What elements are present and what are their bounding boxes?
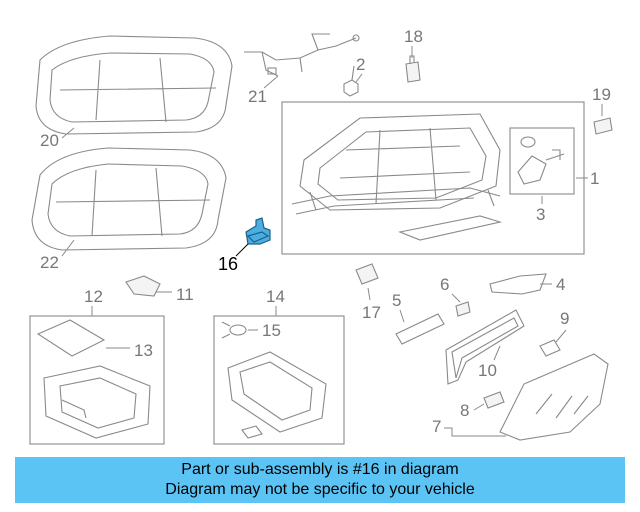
callout-8: 8 [460,401,469,420]
leader-8 [473,403,485,411]
tray-12 [43,365,151,439]
parts-diagram: 20 22 21 2 18 19 [29,27,613,445]
callout-11: 11 [176,285,194,304]
side-shield-7 [499,353,609,441]
bulb-15 [221,321,247,339]
callout-21: 21 [248,87,267,106]
under-tray-14 [227,351,327,439]
leader-2 [355,73,363,83]
clip-17 [355,263,379,285]
motor-box-3 [509,127,575,195]
callout-12: 12 [84,287,103,306]
seat-frame-1 [291,113,503,241]
bracket-16-highlighted [245,217,271,245]
leader-9 [555,329,567,343]
leader-5 [399,309,405,323]
leader-16 [235,243,249,257]
callout-6: 6 [440,275,449,294]
mat-13 [36,319,106,357]
banner-line-2: Diagram may not be specific to your vehi… [165,481,475,498]
tray-box-12 [29,315,165,445]
wiring-harness-21 [244,33,360,77]
leader-10 [493,345,501,361]
pad-6 [455,301,471,317]
bolt-2 [343,65,359,97]
motor-3 [517,136,565,185]
handle-4 [489,273,547,295]
callout-18: 18 [404,27,423,46]
banner-line-1: Part or sub-assembly is #16 in diagram [181,461,459,478]
leader-7 [444,427,506,437]
under-tray-box-14 [213,315,345,445]
seat-cushion-pad-20 [35,35,233,135]
seat-frame-assembly-box-1 [281,101,585,255]
leader-20 [61,127,75,139]
callout-19: 19 [592,85,611,104]
seat-cushion-cover-22 [31,147,227,251]
bracket-11 [125,275,161,297]
info-banner: Part or sub-assembly is #16 in diagram D… [15,457,625,503]
callout-10: 10 [478,361,497,380]
callout-7: 7 [432,417,441,436]
clip-8 [483,391,505,409]
callout-5: 5 [392,291,401,310]
trim-5 [395,313,445,345]
callout-22: 22 [40,253,59,272]
callout-9: 9 [560,309,569,328]
leader-21 [263,75,279,89]
callout-17: 17 [362,303,381,322]
leader-22 [61,239,75,257]
callout-1: 1 [590,169,599,188]
callout-13: 13 [134,341,153,360]
callout-15: 15 [262,321,281,340]
cap-19 [593,117,613,135]
leader-6 [451,293,461,303]
callout-16: 16 [218,254,238,274]
clip-9 [539,339,561,357]
callout-20: 20 [40,131,59,150]
callout-14: 14 [266,287,285,306]
wire-frame-10 [445,309,525,385]
clip-18 [405,55,421,83]
callout-3: 3 [536,205,545,224]
leader-17 [367,287,371,301]
callout-2: 2 [356,55,365,74]
callout-4: 4 [556,275,565,294]
